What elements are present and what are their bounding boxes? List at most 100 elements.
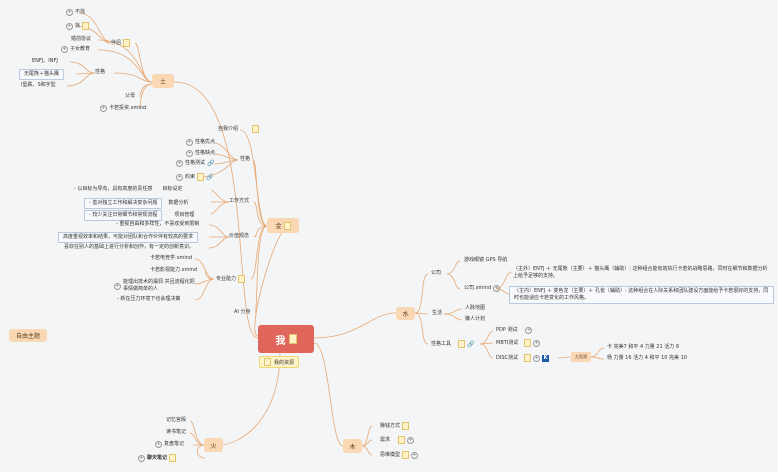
root-topic[interactable]: 我 <box>258 325 314 353</box>
node-card-invest[interactable]: + 卡若投资.xmind <box>100 105 146 112</box>
expand-icon[interactable]: + <box>525 327 533 334</box>
node-data-analysis[interactable]: - 善对独立工作和解决复杂问题 数据分析 <box>84 198 188 209</box>
node-skills[interactable]: 专业能力 <box>216 275 246 283</box>
node-review-notes[interactable]: + 复盘笔记 <box>155 441 184 448</box>
expand-icon[interactable]: + <box>493 285 501 292</box>
topic-earth[interactable]: 土 <box>152 74 174 88</box>
expand-icon[interactable]: + <box>533 339 541 347</box>
node-work-style[interactable]: 工作方式 <box>229 198 249 205</box>
note-icon[interactable] <box>524 339 532 347</box>
note-icon[interactable] <box>398 436 406 444</box>
node-child-education[interactable]: + 子女教育 <box>61 46 90 53</box>
note-icon[interactable] <box>197 173 205 181</box>
expand-icon[interactable]: + <box>155 441 162 448</box>
node-enneagram[interactable]: 九型测 <box>571 352 591 362</box>
node-parents[interactable]: 父母 <box>125 93 135 100</box>
node-entj-note[interactable]: （主外）ENTJ ＋ 无尾熊（主要）＋ 猫头鹰（辅助）: 这种组合能有效执行卡若… <box>513 266 768 280</box>
node-mbti[interactable]: MBTI测试 + <box>496 339 541 347</box>
note-icon[interactable] <box>82 22 90 30</box>
node-ka-result[interactable]: 卡 完美7 和平 4 力量 21 活力 8 <box>607 344 679 351</box>
node-thinking-model[interactable]: 思维模型 + <box>380 451 419 459</box>
note-icon[interactable] <box>238 275 246 283</box>
node-disc[interactable]: DISC测试 + K <box>496 354 549 362</box>
expand-icon[interactable]: + <box>533 354 540 362</box>
note-icon[interactable] <box>524 354 531 362</box>
node-pdp[interactable]: PDP 测试 + <box>496 327 533 334</box>
note-icon[interactable] <box>123 39 131 47</box>
expand-icon[interactable]: + <box>186 139 193 146</box>
node-life[interactable]: 生活 <box>432 310 442 317</box>
note-icon[interactable] <box>458 340 466 348</box>
node-tools[interactable]: 性格工具 🔗 <box>431 340 475 348</box>
child-education-label: 子女教育 <box>70 46 91 52</box>
node-yang-result[interactable]: 杨 力量 16 活力 4 和平 10 完美 10 <box>607 355 687 362</box>
node-intro[interactable]: 自我介绍 <box>218 125 260 133</box>
link-icon[interactable]: 🔗 <box>206 173 214 181</box>
node-value-efficiency[interactable]: 高度重视效率和结果，可能对团队和合作伙伴有较高的要求 <box>58 232 199 243</box>
node-project-mgmt[interactable]: - 较少关注日常细节和常规流程 项目管理 <box>84 210 194 221</box>
node-personality[interactable]: 性格 <box>95 69 105 76</box>
free-topic[interactable]: 自由主题 <box>9 329 47 342</box>
expand-icon[interactable]: + <box>66 22 73 30</box>
expand-icon[interactable]: + <box>66 9 73 16</box>
node-gps[interactable]: 游戏眼镜 GPS 导航 <box>464 257 507 264</box>
node-company[interactable]: 公司 <box>431 270 441 277</box>
node-value-freedom[interactable]: - 重视自由和多样性，不喜欢受到限制 <box>116 221 199 228</box>
note-icon[interactable] <box>402 451 410 459</box>
link-icon[interactable]: 🔗 <box>467 340 475 348</box>
node-type[interactable]: I型跌、S和字型 <box>21 82 56 89</box>
topic-water[interactable]: 水 <box>396 307 415 320</box>
my-resources[interactable]: 我的资源 <box>259 356 300 368</box>
node-enfj[interactable]: ENFJ、INFJ <box>32 58 58 65</box>
node-character[interactable]: 性格 <box>240 156 250 163</box>
note-icon[interactable] <box>252 125 260 133</box>
node-plan[interactable]: 嫌人计划 <box>465 316 485 323</box>
node-value-innovation[interactable]: 喜欢在别人的基础上进行分析和创作，有一定的创新意识。 <box>64 244 194 251</box>
find-label: 找 <box>75 22 81 29</box>
node-process[interactable]: + 能理出技术的漏洞 并且流程化把事情做简单的人 <box>114 279 197 293</box>
node-partner[interactable]: 伴侣 <box>111 39 131 47</box>
note-icon[interactable] <box>288 334 297 344</box>
expand-icon[interactable]: + <box>138 454 145 462</box>
node-koala-owl[interactable]: 无尾熊＋猫头鹰 <box>19 69 65 80</box>
expand-icon[interactable]: + <box>100 105 107 112</box>
node-ai-avatar[interactable]: AI 分身 <box>234 309 251 316</box>
note-icon[interactable] <box>169 454 177 462</box>
expand-icon[interactable]: + <box>61 46 68 53</box>
node-not-find[interactable]: + 不找 <box>66 9 85 16</box>
node-values[interactable]: 价值观念 <box>229 233 249 240</box>
node-memory-palace[interactable]: 记忆宫殿 <box>166 417 186 424</box>
node-character-test[interactable]: + 性格测试 🔗 <box>176 160 215 167</box>
expand-icon[interactable]: + <box>176 160 183 167</box>
link-icon[interactable]: 🔗 <box>207 160 215 167</box>
node-pressure[interactable]: - 新在压力环境下也会理决策 <box>117 296 180 303</box>
node-earning[interactable]: 赚钱方式 <box>380 422 410 430</box>
node-reading-notes[interactable]: 读书笔记 <box>166 429 186 436</box>
node-goal-setting[interactable]: - 以目标为导向，具有高度的责任感 目标设定 <box>74 186 182 193</box>
expand-icon[interactable]: + <box>186 150 193 157</box>
topic-fire[interactable]: 火 <box>204 438 223 452</box>
node-film[interactable]: 卡若影视能力.xmind <box>150 267 197 274</box>
node-constraint[interactable]: + 約束 🔗 <box>176 173 214 181</box>
note-icon[interactable] <box>402 422 410 430</box>
node-network-map[interactable]: 人脉地图 <box>465 305 485 312</box>
node-weaknesses[interactable]: + 性格缺点 <box>186 150 215 157</box>
node-strengths[interactable]: + 性格优点 <box>186 139 215 146</box>
company-label: 公司 <box>431 270 442 276</box>
node-find[interactable]: + 找 <box>66 22 90 30</box>
topic-wood[interactable]: 木 <box>343 439 362 453</box>
expand-icon[interactable]: + <box>407 436 415 444</box>
node-demand[interactable]: 需求 + <box>380 436 415 444</box>
node-esports[interactable]: 卡若电竞学.xmind <box>150 255 192 262</box>
node-prenup[interactable]: 婚前协议 <box>71 36 91 43</box>
node-enfj-note[interactable]: （主内）ENFJ ＋ 变色龙（主要）＋ 孔雀（辅助）: 这种组合在人际关系和团队… <box>509 286 774 304</box>
film-label: 卡若影视能力.xmind <box>150 267 198 273</box>
topic-metal[interactable]: 金 <box>267 218 299 233</box>
node-chat-notes[interactable]: + 聊天笔记 <box>138 454 177 462</box>
node-company-xmind[interactable]: 公司.xmind + <box>464 285 501 292</box>
note-icon[interactable] <box>283 221 291 230</box>
k-app-icon[interactable]: K <box>542 354 549 362</box>
expand-icon[interactable]: + <box>411 451 419 459</box>
expand-icon[interactable]: + <box>114 282 121 290</box>
expand-icon[interactable]: + <box>176 173 183 181</box>
